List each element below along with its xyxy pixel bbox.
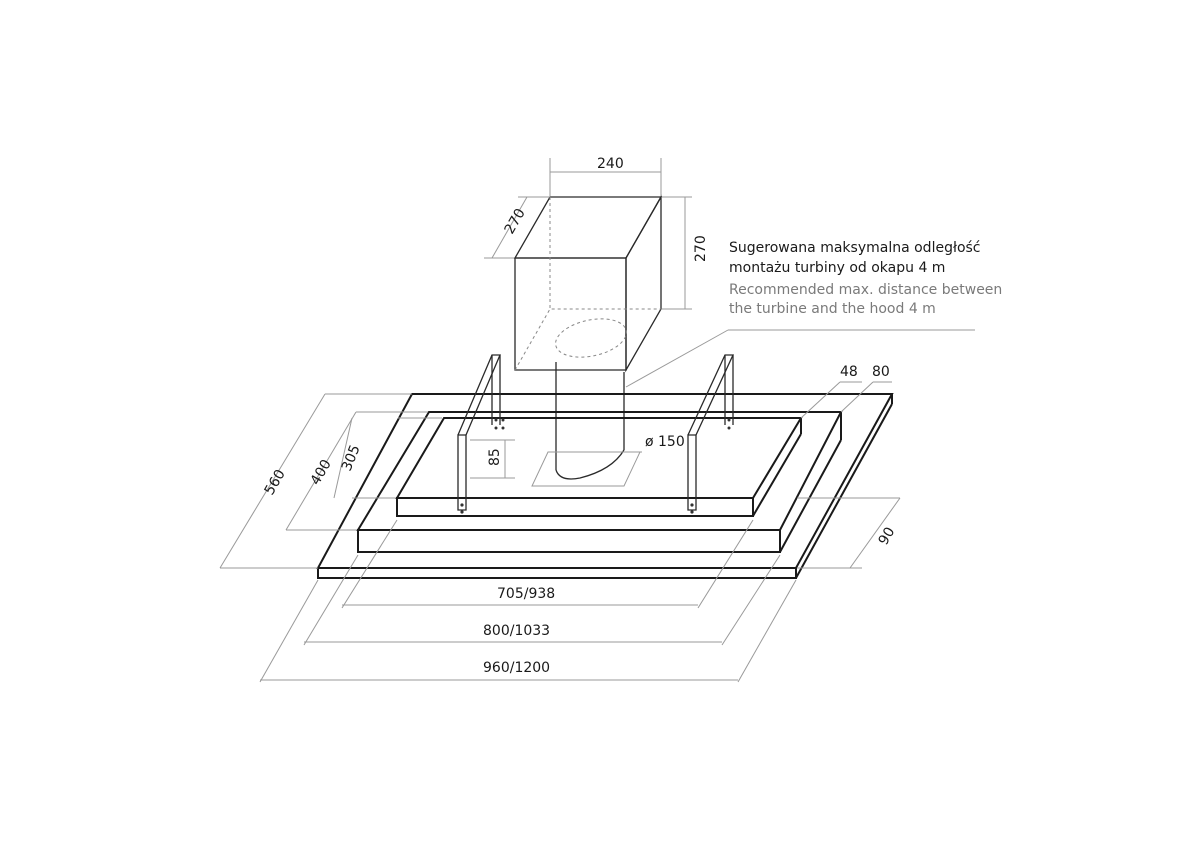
duct-cylinder (531, 362, 641, 487)
dim-thickness-90: 90 (876, 525, 899, 548)
dim-layer-48: 48 (840, 364, 858, 380)
dim-depth-middle: 400 (308, 457, 335, 488)
dim-width-outer: 960/1200 (483, 660, 550, 676)
installation-note: Sugerowana maksymalna odległość montażu … (729, 240, 1002, 317)
dimension-lines (219, 158, 975, 683)
dim-turbine-depth: 270 (502, 206, 529, 237)
dim-width-middle: 800/1033 (483, 623, 550, 639)
dim-depth-outer: 560 (262, 467, 289, 498)
dim-depth-inner: 305 (339, 443, 364, 474)
turbine-box (513, 194, 663, 373)
note-en-line1: Recommended max. distance between (729, 282, 1002, 298)
dim-turbine-height: 270 (693, 235, 709, 262)
note-en-line2: the turbine and the hood 4 m (729, 301, 936, 317)
dim-width-inner: 705/938 (497, 586, 555, 602)
dim-turbine-width: 240 (597, 156, 624, 172)
dim-bracket-height: 85 (487, 448, 503, 466)
dim-layer-80: 80 (872, 364, 890, 380)
dim-duct-diameter: ø 150 (645, 434, 685, 450)
note-pl-line1: Sugerowana maksymalna odległość (729, 240, 981, 256)
bracket-right (687, 354, 735, 514)
bracket-left (457, 354, 505, 514)
note-pl-line2: montażu turbiny od okapu 4 m (729, 260, 945, 276)
